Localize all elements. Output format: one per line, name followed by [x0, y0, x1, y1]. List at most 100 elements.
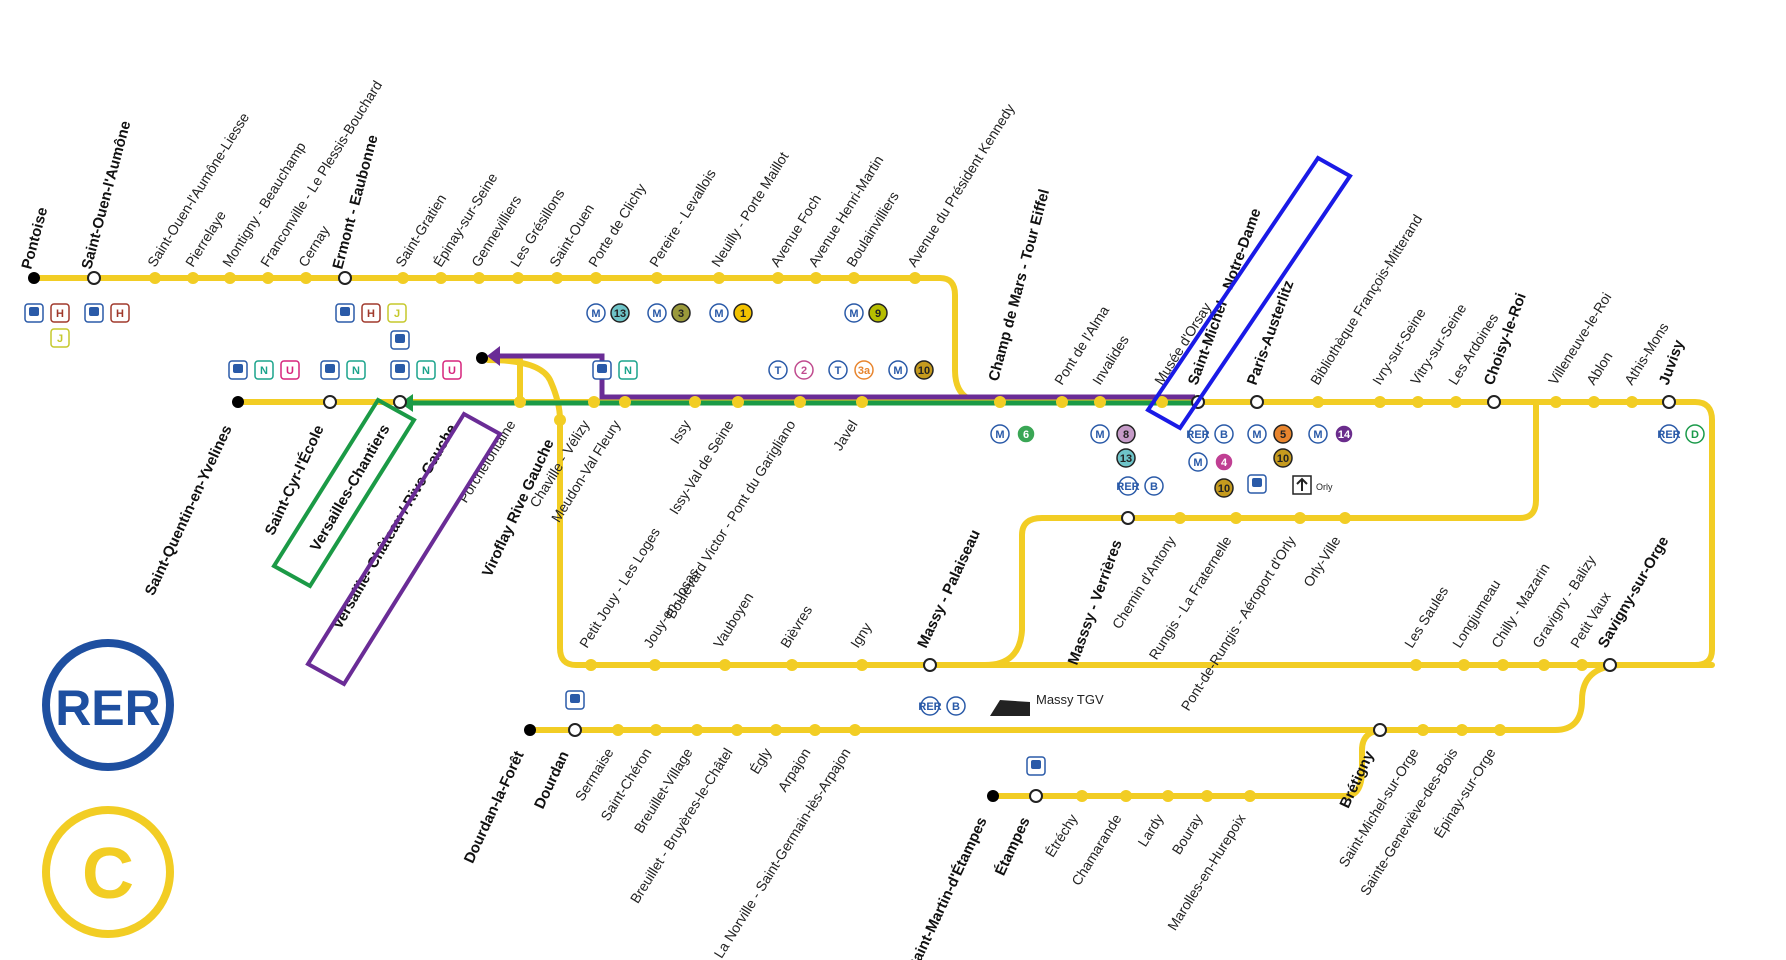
station-dot-franconville — [262, 272, 274, 284]
tram-badge-text: T — [775, 365, 782, 377]
metro-line-badge-m1-text: 1 — [740, 308, 746, 320]
metro-line-badge-m1 — [733, 303, 753, 323]
metro-line-badge-m8 — [1116, 424, 1136, 444]
tgv-icon-body — [1031, 760, 1041, 769]
station-dot-porchefontaine — [514, 396, 526, 408]
station-label-jouy-en-josas: Jouy-en-Josas — [640, 565, 702, 651]
metro-badge — [1188, 452, 1208, 472]
station-node-massy-palaiseau — [923, 658, 937, 672]
station-dot-sermaise — [612, 724, 624, 736]
station-dot-meudon — [619, 396, 631, 408]
transilien-n-badge — [416, 360, 436, 380]
station-label-javel: Javel — [830, 417, 861, 453]
station-dot-petit-vaux — [1576, 659, 1588, 671]
metro-line-badge-m13 — [610, 303, 630, 323]
station-dot-saint-ouen-l-aumone-liesse — [149, 272, 161, 284]
station-dot-les-ardoines — [1450, 396, 1462, 408]
station-dot-boulevard-victor — [794, 396, 806, 408]
station-dot-chilly-mazarin — [1497, 659, 1509, 671]
rer-d-badge-text: D — [1691, 429, 1699, 441]
metro-line-badge-m10-text: 10 — [1218, 483, 1230, 495]
metro-badge — [1308, 424, 1328, 444]
transilien-h-badge-text: H — [116, 308, 124, 320]
metro-line-badge-m13-text: 13 — [614, 308, 626, 320]
rer-b-badge-text: B — [1220, 429, 1228, 441]
transilien-h-badge — [361, 303, 381, 323]
metro-badge — [647, 303, 667, 323]
transilien-u-badge — [442, 360, 462, 380]
station-label-saint-ouen-l-aumone: Saint-Ouen-l'Aumône — [78, 119, 134, 271]
transilien-j-badge — [387, 303, 407, 323]
station-node-etampes — [1029, 789, 1043, 803]
rer-b-badge-text: B — [1150, 481, 1158, 493]
station-dot-saint-gratien — [397, 272, 409, 284]
station-label-les-saules: Les Saules — [1401, 583, 1451, 650]
station-dot-musee-d-orsay — [1156, 396, 1168, 408]
station-dot-vauboyen — [719, 659, 731, 671]
metro-line-badge-m5 — [1273, 424, 1293, 444]
metro-badge-text: M — [1095, 429, 1104, 441]
rer-logo-text: RER — [55, 680, 161, 736]
metro-badge-text: M — [714, 308, 723, 320]
rer-badge-text: RER — [1186, 429, 1209, 441]
station-label-invalides: Invalides — [1089, 332, 1132, 387]
station-dot-avenue-foch — [772, 272, 784, 284]
station-label-ablon: Ablon — [1583, 349, 1616, 388]
metro-badge — [990, 424, 1010, 444]
metro-line-badge-m6-text: 6 — [1023, 429, 1029, 441]
station-dot-chaville — [588, 396, 600, 408]
metro-line-badge-m10 — [1273, 448, 1293, 468]
transilien-h-badge — [50, 303, 70, 323]
station-dot-ivry-sur-seine — [1374, 396, 1386, 408]
plane-icon — [1296, 477, 1308, 491]
metro-badge — [844, 303, 864, 323]
metro-badge-text: M — [893, 365, 902, 377]
station-dot-cernay — [300, 272, 312, 284]
station-dot-jouy-en-josas — [649, 659, 661, 671]
station-node-paris-austerlitz — [1250, 395, 1264, 409]
station-markers — [28, 271, 1676, 803]
station-dot-petit-jouy — [585, 659, 597, 671]
station-dot-bibliotheque — [1312, 396, 1324, 408]
station-label-vauboyen: Vauboyen — [710, 590, 756, 651]
track-segment — [989, 727, 1388, 799]
metro-badge-text: M — [849, 308, 858, 320]
train-icon-body — [340, 307, 350, 316]
station-dot-issy-val-de-seine — [732, 396, 744, 408]
transilien-h-badge-text: H — [56, 308, 64, 320]
station-dot-villeneuve-le-roi — [1550, 396, 1562, 408]
track-segment — [982, 399, 1539, 668]
station-node-juvisy — [1662, 395, 1676, 409]
route-purple-arrowhead — [487, 346, 500, 366]
tgv-icon-body — [570, 694, 580, 703]
station-label-pont-de-rungis: Pont-de-Rungis - Aéroport d'Orly — [1178, 533, 1299, 713]
station-dot-invalides — [1094, 396, 1106, 408]
highlight-boxes — [271, 155, 1353, 687]
station-dot-lardy — [1162, 790, 1174, 802]
track-segment — [527, 662, 1623, 733]
tgv-icon-body — [1252, 478, 1262, 487]
station-dot-orly-ville — [1339, 512, 1351, 524]
station-dot-pierrelaye — [187, 272, 199, 284]
station-dot-neuilly-porte-maillot — [713, 272, 725, 284]
station-node-massy-verrieres — [1121, 511, 1135, 525]
rer-badge — [1118, 476, 1138, 496]
metro-badge — [1247, 424, 1267, 444]
line-c-logo-text: C — [82, 834, 134, 914]
tgv-icon-body — [395, 334, 405, 343]
station-label-orly-ville: Orly-Ville — [1300, 533, 1344, 590]
rer-badge-text: RER — [1657, 429, 1680, 441]
station-dot-ablon — [1588, 396, 1600, 408]
station-dot-chamarande — [1120, 790, 1132, 802]
station-dot-saint-ouen — [551, 272, 563, 284]
station-label-avenue-president-kennedy: Avenue du Président Kennedy — [904, 101, 1018, 270]
station-label-issy: Issy — [667, 417, 694, 447]
station-terminus-versailles-chateau — [476, 352, 488, 364]
train-icon-body — [597, 364, 607, 373]
highlight-box-versailles-chantiers — [271, 397, 417, 589]
rer-b-badge-text: B — [952, 701, 960, 713]
station-dot-epinay-sur-seine — [435, 272, 447, 284]
station-label-massy-verrieres: Masssy - Verrières — [1065, 538, 1126, 668]
metro-badge-text: M — [1193, 457, 1202, 469]
